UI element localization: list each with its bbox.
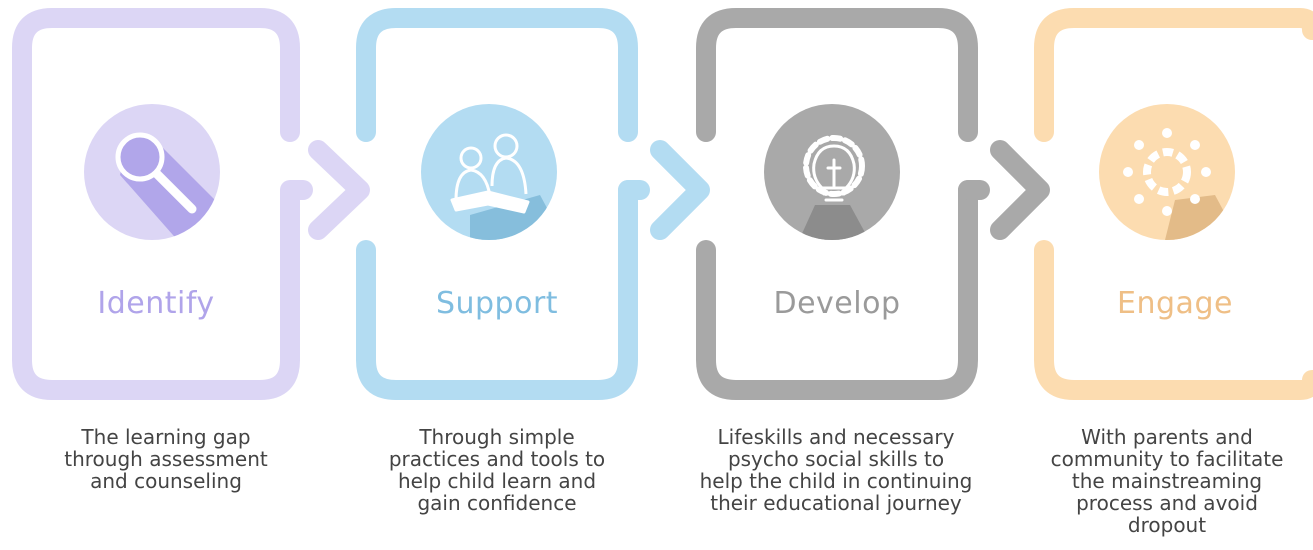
develop-frame [696, 8, 990, 400]
description-line: gain confidence [417, 491, 577, 515]
step-title-text: Engage [1117, 286, 1233, 321]
step-title-text: Develop [773, 286, 901, 321]
description-line: help the child in continuing [699, 469, 973, 493]
step-title-text: Support [435, 286, 559, 321]
description-line: practices and tools to [388, 447, 606, 471]
description-line: Through simple [419, 425, 575, 449]
description-line: psycho social skills to [727, 447, 945, 471]
description-line: dropout [1127, 513, 1207, 537]
engage-frame [1034, 8, 1313, 400]
description-line: The learning gap [81, 425, 251, 449]
engage-circle [1099, 104, 1235, 240]
identify-frame [12, 8, 313, 400]
step-title-text: Identify [97, 286, 215, 321]
description-line: and counseling [90, 469, 242, 493]
description-line: Lifeskills and necessary [717, 425, 955, 449]
description-line: help child learn and [397, 469, 597, 493]
community-circle-icon [1123, 128, 1211, 216]
parent-child-reading-icon [450, 133, 530, 214]
description-line: With parents and [1081, 425, 1253, 449]
description-line: through assessment [64, 447, 268, 471]
description-line: process and avoid [1076, 491, 1258, 515]
support-circle [421, 104, 557, 240]
arrow-right-icon [650, 140, 710, 240]
magnifying-glass-icon [115, 132, 197, 214]
description-line: the mainstreaming [1071, 469, 1263, 493]
arrow-right-icon [990, 140, 1050, 240]
step-title-develop: Develop [717, 286, 957, 321]
step-description-support: Through simple practices and tools to he… [347, 426, 647, 514]
step-title-support: Support [377, 286, 617, 321]
step-title-engage: Engage [1055, 286, 1295, 321]
lightbulb-gear-icon [803, 135, 865, 202]
develop-circle [764, 104, 900, 240]
step-description-develop: Lifeskills and necessary psycho social s… [686, 426, 986, 514]
step-description-engage: With parents and community to facilitate… [1017, 426, 1313, 536]
support-frame [356, 8, 650, 400]
step-title-identify: Identify [36, 286, 276, 321]
description-line: their educational journey [710, 491, 962, 515]
step-description-identify: The learning gap through assessment and … [16, 426, 316, 492]
arrow-right-icon [308, 140, 370, 240]
description-line: community to facilitate [1050, 447, 1284, 471]
